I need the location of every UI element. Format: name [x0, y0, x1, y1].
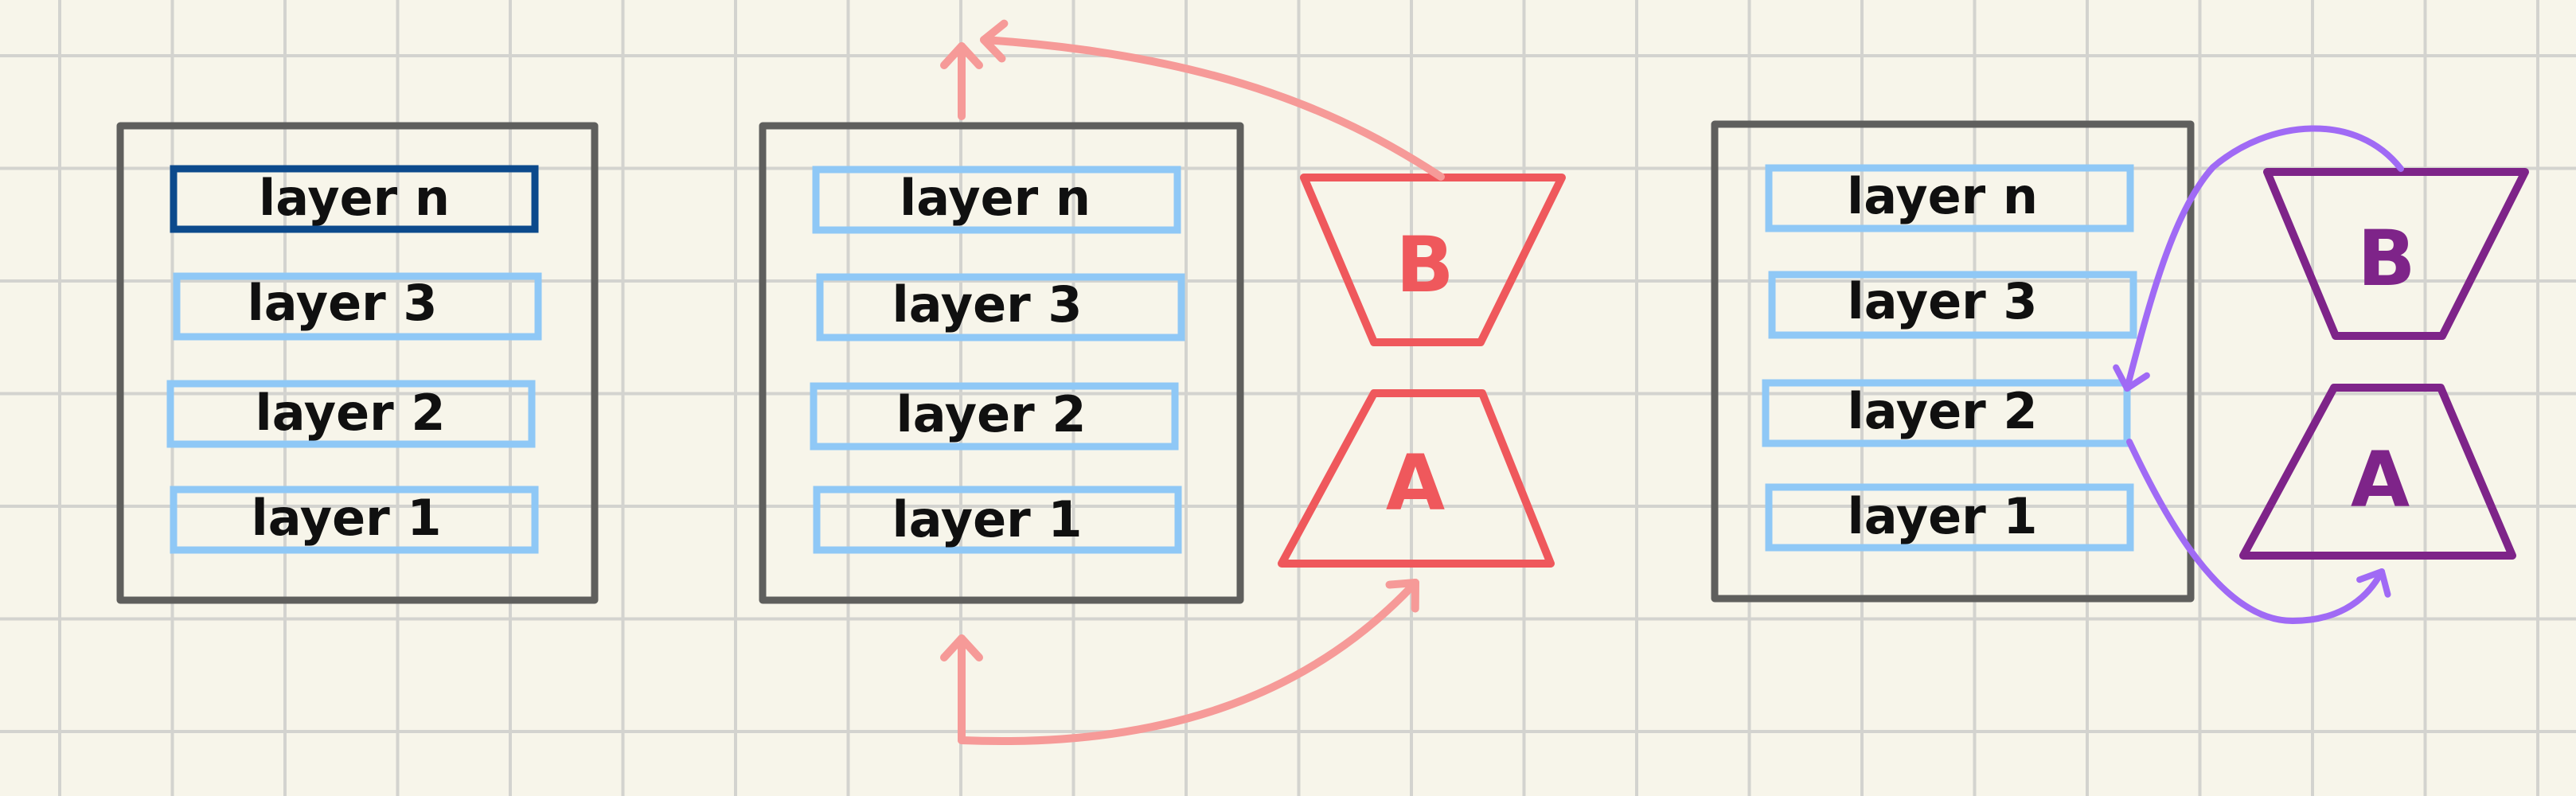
layer-label: layer 1 — [252, 489, 442, 547]
arrow-b-to-top — [980, 19, 1445, 181]
model-frame — [116, 122, 599, 604]
layer-label: layer n — [259, 169, 450, 227]
adapter-b-trapezoid — [1300, 174, 1566, 346]
layer-label: layer 3 — [892, 275, 1083, 334]
layer-box-n — [1765, 164, 2134, 232]
layer-label: layer 2 — [896, 385, 1087, 443]
adapter-b-label: B — [2357, 214, 2415, 303]
panel-sequential-adapters: layer n layer 3 layer 2 layer 1 B A — [759, 19, 1566, 746]
layer-label: layer 3 — [1848, 272, 2038, 330]
adapter-a-label: A — [2351, 435, 2410, 525]
model-frame — [1711, 120, 2195, 603]
arrow-b-to-layer-2 — [2113, 125, 2404, 392]
layer-label: layer 2 — [256, 384, 446, 442]
adapter-a-label: A — [1386, 439, 1445, 528]
panel-parallel-adapters: layer n layer 3 layer 2 layer 1 B A — [1711, 120, 2529, 624]
layer-box-1 — [813, 486, 1182, 554]
layer-label: layer 3 — [248, 274, 438, 332]
arrow-layer-2-to-a — [2126, 439, 2391, 624]
layer-box-3 — [1768, 271, 2137, 339]
layer-box-3 — [816, 273, 1185, 341]
adapter-b-label: B — [1395, 220, 1454, 310]
layer-box-1 — [170, 486, 539, 554]
arrow-input-to-a — [958, 579, 1419, 746]
layer-label: layer 1 — [1848, 487, 2038, 545]
layer-label: layer 1 — [892, 490, 1083, 548]
layer-box-n — [170, 165, 539, 233]
layer-label: layer n — [900, 169, 1091, 227]
layer-box-3 — [173, 272, 542, 341]
adapter-a-trapezoid — [1278, 389, 1555, 568]
panel-base-model: layer n layer 3 layer 2 layer 1 — [116, 122, 599, 604]
layer-label: layer n — [1847, 167, 2038, 225]
model-frame — [759, 122, 1244, 604]
adapter-a-trapezoid — [2239, 384, 2516, 560]
layer-box-2 — [810, 382, 1179, 451]
layer-box-n — [812, 166, 1181, 234]
layer-box-1 — [1765, 483, 2134, 552]
layer-box-2 — [166, 380, 536, 448]
adapter-b-trapezoid — [2263, 168, 2529, 340]
layer-box-2 — [1762, 379, 2131, 447]
layer-label: layer 2 — [1848, 382, 2038, 440]
